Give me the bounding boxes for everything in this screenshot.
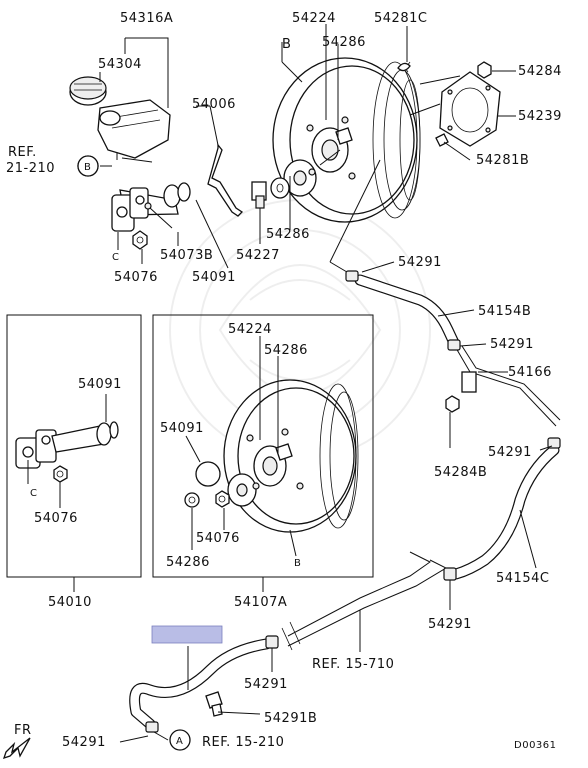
callout-a: A [176,736,183,747]
label-ref-15-710: REF. 15-710 [312,657,394,672]
label-54091-top: 54091 [192,270,236,285]
callout-circle-a [169,729,191,751]
callout-circle-b [77,155,99,177]
label-54286-top: 54286 [266,227,310,242]
diagram-code: D00361 [514,740,557,751]
label-ref-15-210: REF. 15-210 [202,735,284,750]
box2-label-b: B [294,558,301,569]
label-ref-21-210-a: REF. [8,145,37,160]
box1-title: 54010 [48,595,92,610]
label-54304: 54304 [98,57,142,72]
label-54291-e: 54291 [244,677,288,692]
box2-label-54224: 54224 [228,322,272,337]
label-54281C: 54281C [374,11,427,26]
label-b-top: B [282,37,291,52]
front-arrow-icon [2,737,31,760]
box-54010 [6,314,142,592]
label-c-top: C [112,252,119,263]
label-fr: FR [14,723,32,738]
box2-label-54076: 54076 [196,531,240,546]
gasket-54239 [439,71,501,147]
box2-label-54286-upper: 54286 [264,343,308,358]
box1-label-c: C [30,488,37,499]
vacuum-hoses [129,270,561,733]
label-54291-c: 54291 [488,445,532,460]
label-54291-b: 54291 [490,337,534,352]
box2-label-54286-lower: 54286 [166,555,210,570]
box1-label-54091: 54091 [78,377,122,392]
label-ref-21-210-b: 21-210 [6,161,55,176]
nut-54284 [477,61,492,79]
label-54076-top: 54076 [114,270,158,285]
label-54291-f: 54291 [62,735,106,750]
highlight-label [151,625,223,644]
label-54227: 54227 [236,248,280,263]
label-54166: 54166 [508,365,552,380]
label-54316A: 54316A [120,11,173,26]
box2-title: 54107A [234,595,287,610]
label-54154C: 54154C [496,571,549,586]
label-54286-upper: 54286 [322,35,366,50]
label-54291-a: 54291 [398,255,442,270]
label-54154B: 54154B [478,304,531,319]
label-54239: 54239 [518,109,562,124]
box2-label-54091: 54091 [160,421,204,436]
label-54073B: 54073B [160,248,213,263]
label-54291B: 54291B [264,711,317,726]
label-54281B: 54281B [476,153,529,168]
label-54006: 54006 [192,97,236,112]
bolt-54281B [435,133,471,161]
label-54291-d: 54291 [428,617,472,632]
box1-label-54076: 54076 [34,511,78,526]
labels: 54316A 54304 REF. 21-210 B C 54076 54073… [6,11,562,751]
brake-booster-top [207,24,461,223]
master-cylinder-assembly [69,37,191,250]
label-54284: 54284 [518,64,562,79]
callout-b-left: B [84,162,91,173]
label-54224-top: 54224 [292,11,336,26]
box-54107A [152,314,374,592]
label-54284B: 54284B [434,465,487,480]
